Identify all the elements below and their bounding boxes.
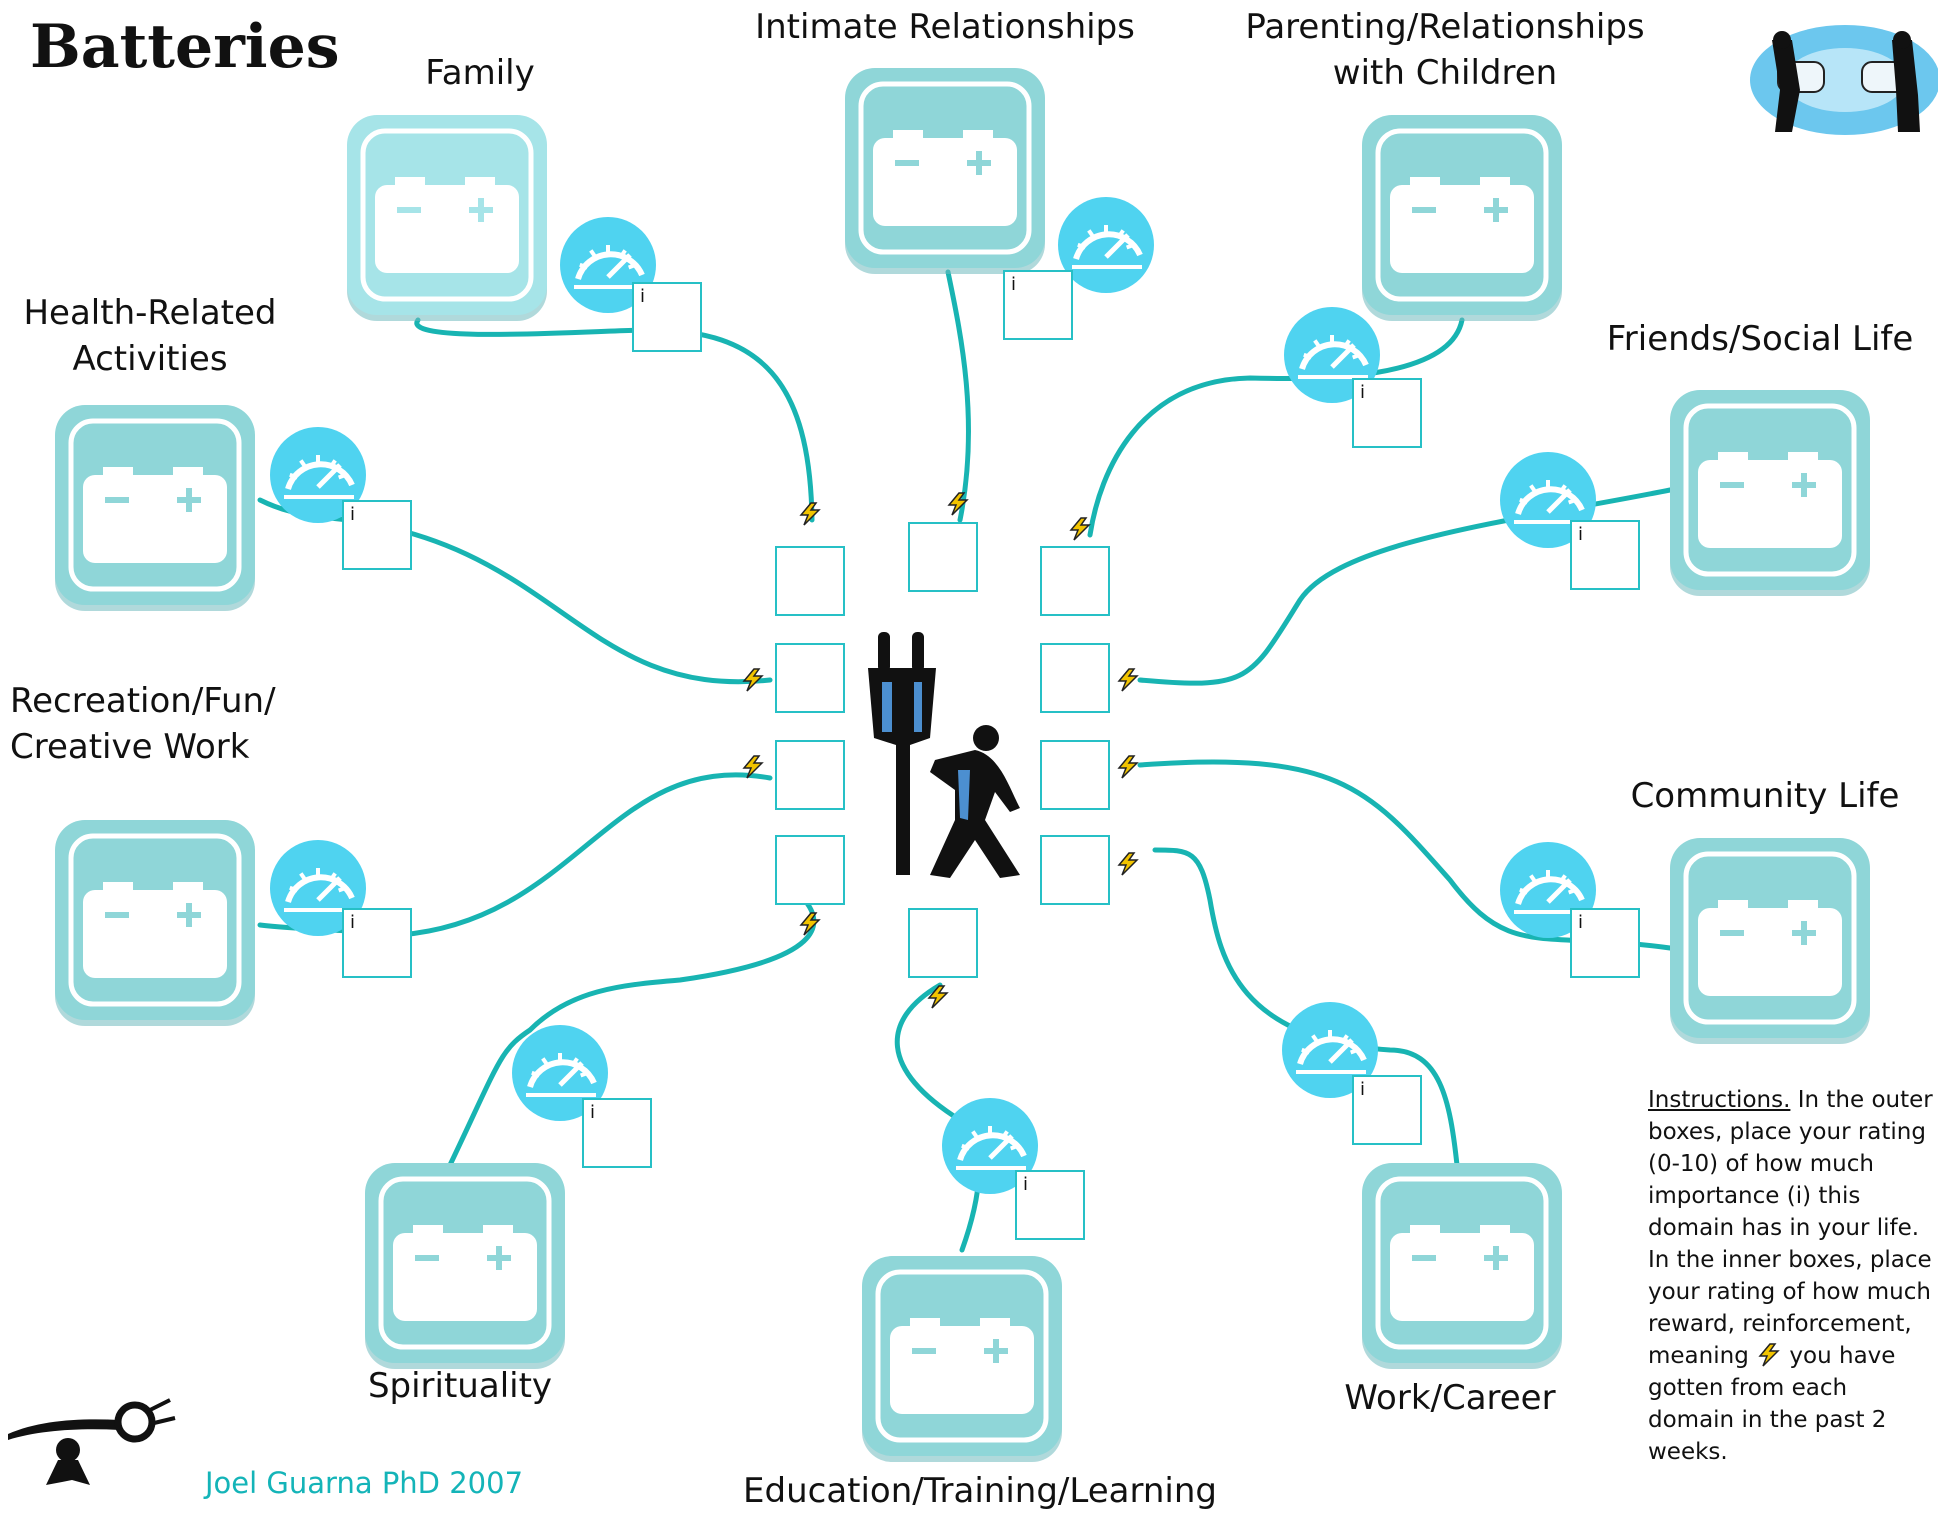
- cable-spirituality: [447, 892, 817, 1168]
- battery-icon: [83, 882, 227, 978]
- reward-box-community[interactable]: [1040, 740, 1110, 810]
- battery-family: [347, 115, 547, 321]
- gauge-icon: [512, 1025, 608, 1121]
- cable-health: [257, 497, 773, 685]
- author-credit: Joel Guarna PhD 2007: [205, 1466, 524, 1500]
- page-title: Batteries: [30, 12, 340, 82]
- battery-friends: [1670, 390, 1870, 596]
- importance-marker: i: [350, 504, 356, 525]
- battery-spirituality: [365, 1163, 565, 1369]
- plug-figure-icon: [868, 632, 1020, 878]
- importance-marker: i: [350, 912, 356, 933]
- importance-box-friends[interactable]: i: [1570, 520, 1640, 590]
- importance-marker: i: [1023, 1174, 1029, 1195]
- gauge-icon: [1282, 1002, 1378, 1098]
- importance-marker: i: [590, 1102, 596, 1123]
- lightning-bolt-icon: [1117, 668, 1139, 692]
- battery-education: [862, 1256, 1062, 1462]
- importance-box-parenting[interactable]: i: [1352, 378, 1422, 448]
- strongman-plug-logo: [8, 1398, 176, 1485]
- lightning-bolt-icon: [799, 912, 821, 936]
- reward-box-education[interactable]: [908, 908, 978, 978]
- instructions-body-1: In the outer boxes, place your rating (0…: [1648, 1087, 1933, 1369]
- label-parenting: Parenting/Relationships with Children: [1245, 7, 1645, 93]
- battery-icon: [873, 130, 1017, 226]
- reward-box-friends[interactable]: [1040, 643, 1110, 713]
- reward-box-health[interactable]: [775, 643, 845, 713]
- battery-icon: [83, 467, 227, 563]
- lightning-bolt-icon: [1117, 852, 1139, 876]
- label-friends-social-life: Friends/Social Life: [1606, 319, 1914, 359]
- reward-box-intimate[interactable]: [908, 522, 978, 592]
- importance-marker: i: [1578, 524, 1584, 545]
- label-intimate-relationships: Intimate Relationships: [755, 7, 1135, 47]
- importance-marker: i: [1360, 382, 1366, 403]
- instructions-heading: Instructions.: [1648, 1087, 1791, 1113]
- battery-icon: [890, 1318, 1034, 1414]
- lightning-bolt-icon: [927, 985, 949, 1009]
- cable-intimate: [945, 269, 971, 523]
- instructions-text: Instructions. In the outer boxes, place …: [1648, 1084, 1933, 1514]
- importance-box-education[interactable]: i: [1015, 1170, 1085, 1240]
- importance-marker: i: [1578, 912, 1584, 933]
- lightning-bolt-icon: [947, 492, 969, 516]
- label-recreation: Recreation/Fun/ Creative Work: [10, 681, 276, 767]
- importance-box-recreation[interactable]: i: [342, 908, 412, 978]
- battery-icon: [1698, 900, 1842, 996]
- battery-community: [1670, 838, 1870, 1044]
- battery-icon: [393, 1225, 537, 1321]
- lightning-bolt-icon: [742, 755, 764, 779]
- cable-family: [414, 317, 815, 523]
- importance-marker: i: [640, 286, 646, 307]
- battery-health: [55, 405, 255, 611]
- reward-box-parenting[interactable]: [1040, 546, 1110, 616]
- cable-parenting: [1087, 317, 1465, 538]
- lightning-bolt-icon: [1758, 1343, 1780, 1367]
- battery-work: [1362, 1163, 1562, 1369]
- importance-marker: i: [1011, 274, 1017, 295]
- label-education: Education/Training/Learning: [743, 1471, 1217, 1511]
- reward-box-family[interactable]: [775, 546, 845, 616]
- battery-icon: [1390, 177, 1534, 273]
- importance-marker: i: [1360, 1079, 1366, 1100]
- reward-box-recreation[interactable]: [775, 740, 845, 810]
- battery-intimate: [845, 68, 1045, 274]
- gauge-icon: [942, 1098, 1038, 1194]
- lightning-bolt-icon: [799, 502, 821, 526]
- label-community-life: Community Life: [1630, 776, 1900, 816]
- gauge-icon: [270, 427, 366, 523]
- plug-people-clipart: [1750, 25, 1938, 135]
- lightning-bolt-icon: [742, 668, 764, 692]
- label-family: Family: [425, 53, 535, 93]
- importance-box-family[interactable]: i: [632, 282, 702, 352]
- label-spirituality: Spirituality: [367, 1366, 553, 1406]
- instructions-body-2: you have gotten from each domain in the …: [1648, 1343, 1896, 1465]
- lightning-bolt-icon: [1117, 755, 1139, 779]
- battery-recreation: [55, 820, 255, 1026]
- importance-box-community[interactable]: i: [1570, 908, 1640, 978]
- battery-icon: [1390, 1225, 1534, 1321]
- battery-icon: [1698, 452, 1842, 548]
- label-work-career: Work/Career: [1344, 1378, 1556, 1418]
- gauge-icon: [1058, 197, 1154, 293]
- battery-icon: [375, 177, 519, 273]
- battery-parenting: [1362, 115, 1562, 321]
- reward-box-work[interactable]: [1040, 835, 1110, 905]
- importance-box-intimate[interactable]: i: [1003, 270, 1073, 340]
- cable-community: [1137, 759, 1673, 951]
- label-health-related: Health-Related Activities: [23, 293, 277, 379]
- importance-box-spirituality[interactable]: i: [582, 1098, 652, 1168]
- importance-box-work[interactable]: i: [1352, 1075, 1422, 1145]
- reward-box-spirituality[interactable]: [775, 835, 845, 905]
- cable-work: [1152, 847, 1460, 1168]
- lightning-bolt-icon: [1069, 517, 1091, 541]
- importance-box-health[interactable]: i: [342, 500, 412, 570]
